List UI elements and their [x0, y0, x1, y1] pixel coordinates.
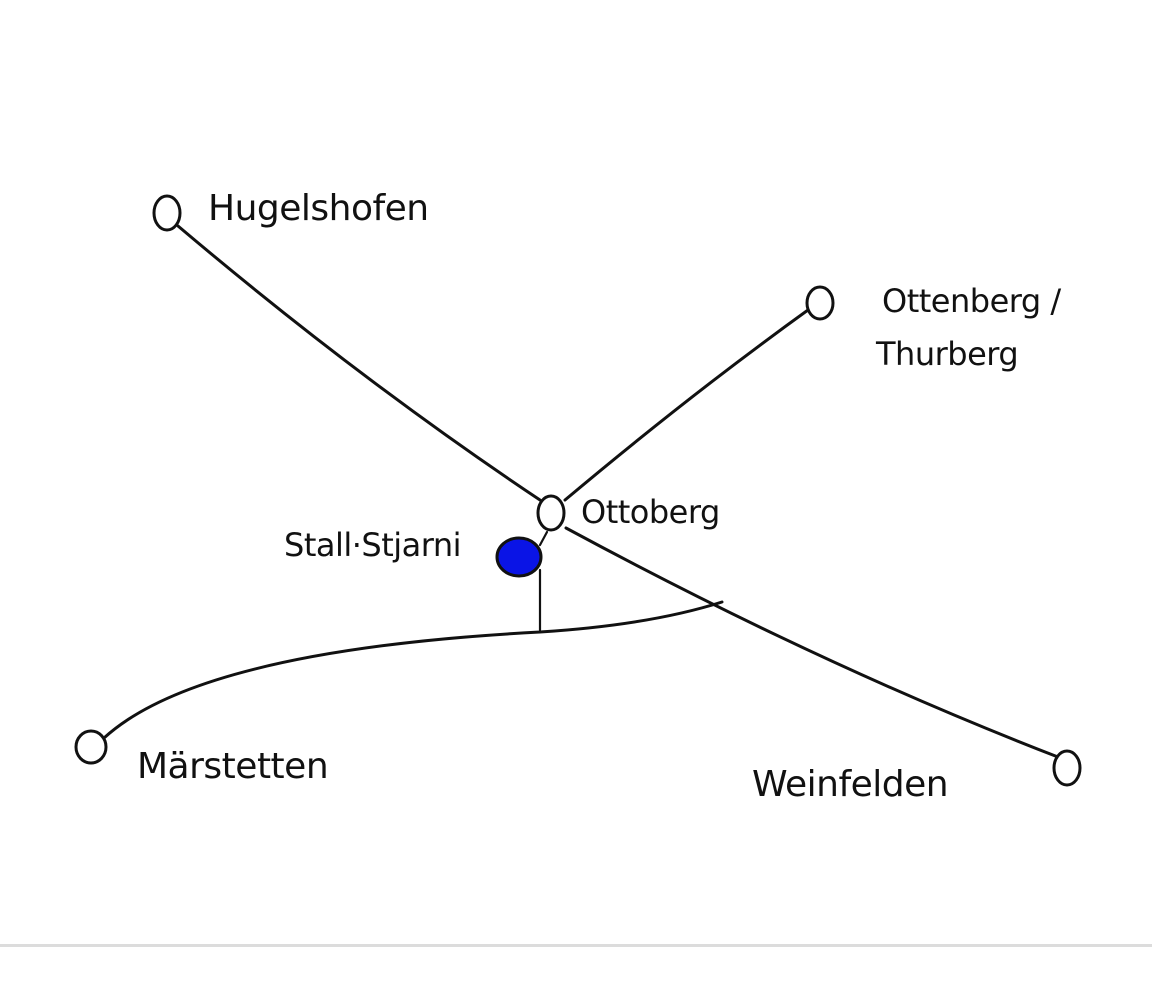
page-edge-line	[0, 944, 1152, 947]
label-stall-stjarni: Stall·Stjarni	[284, 526, 462, 564]
label-ottenberg: Ottenberg /	[882, 282, 1061, 320]
label-thurberg: Thurberg	[876, 335, 1019, 373]
node-ottoberg	[536, 494, 566, 532]
node-marstetten	[74, 729, 108, 765]
label-marstetten: Märstetten	[137, 746, 329, 787]
road-stall-ottoberg	[538, 530, 549, 547]
label-weinfelden: Weinfelden	[752, 764, 949, 805]
node-weinfelden	[1052, 749, 1082, 787]
label-ottoberg: Ottoberg	[581, 493, 720, 531]
stable-marker	[495, 536, 543, 578]
label-hugelshofen: Hugelshofen	[208, 188, 429, 229]
road-marstetten-junction	[102, 600, 724, 740]
node-ottenberg	[805, 285, 835, 321]
road-hugelshofen-ottoberg	[176, 224, 542, 502]
road-ottoberg-weinfelden	[564, 526, 1060, 759]
road-ottoberg-ottenberg	[563, 308, 810, 502]
node-hugelshofen	[152, 194, 182, 232]
